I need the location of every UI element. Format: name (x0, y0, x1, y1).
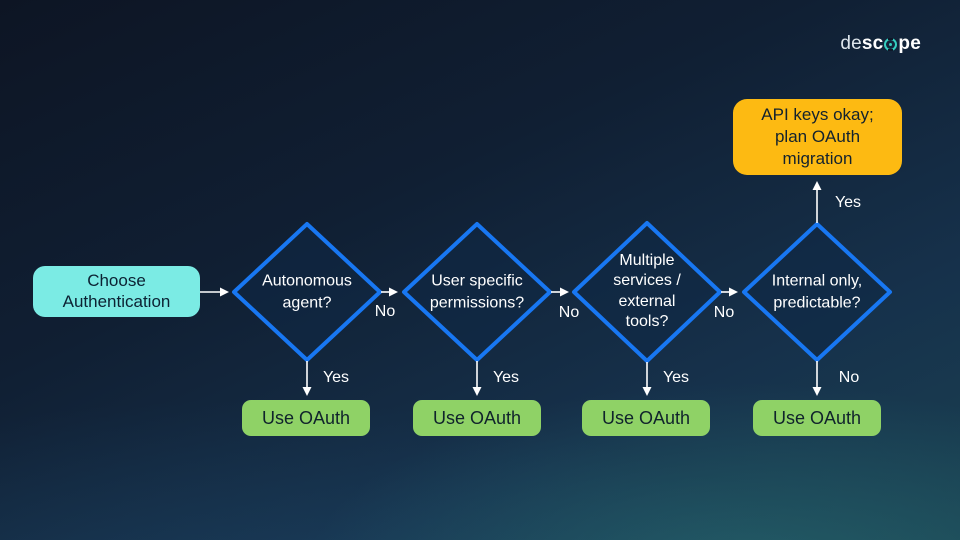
start-node-choose-authentication: Choose Authentication (33, 266, 200, 317)
descope-logo-target-icon (884, 37, 898, 51)
decision-diamond-user-permissions (402, 222, 552, 362)
edge-label-yes-down-2: Yes (492, 369, 520, 386)
descope-logo-dot-icon (889, 42, 893, 46)
outcome-node-api-keys-okay: API keys okay; plan OAuth migration (733, 99, 902, 175)
outcome-node-use-oauth-3: Use OAuth (582, 400, 710, 436)
edge-label-no-down-4: No (838, 369, 860, 386)
decision-diamond-multiple-services (572, 221, 722, 363)
decision-label-autonomous-agent: Autonomous agent? (262, 272, 352, 311)
edge-label-no-1: No (374, 303, 396, 320)
edge-label-yes-down-3: Yes (662, 369, 690, 386)
outcome-node-use-oauth-1: Use OAuth (242, 400, 370, 436)
edge-label-yes-up: Yes (834, 194, 862, 211)
edge-label-no-2: No (558, 304, 580, 321)
decision-label-user-permissions: User specific permissions? (429, 272, 525, 311)
outcome-node-use-oauth-4: Use OAuth (753, 400, 881, 436)
edge-label-yes-down-1: Yes (322, 369, 350, 386)
edge-label-no-3: No (713, 304, 735, 321)
descope-logo-text-bold-2: pe (898, 33, 921, 54)
descope-logo-text-bold-1: sc (861, 33, 884, 54)
decision-label-internal-only: Internal only, predictable? (771, 272, 863, 311)
decision-label-multiple-services: Multiple services / external tools? (613, 252, 681, 331)
decision-diamond-internal-only (742, 222, 892, 362)
decision-diamond-autonomous-agent (232, 222, 382, 362)
descope-logo-text-light: de (840, 33, 862, 54)
outcome-node-use-oauth-2: Use OAuth (413, 400, 541, 436)
